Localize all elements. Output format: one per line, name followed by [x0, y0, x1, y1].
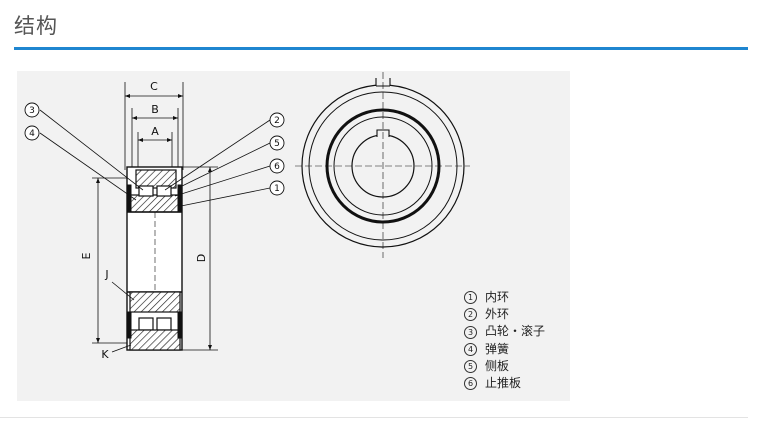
legend-number: 3	[464, 325, 477, 339]
dim-label-d: D	[195, 254, 208, 262]
svg-text:1: 1	[274, 184, 280, 194]
svg-text:2: 2	[274, 116, 280, 126]
legend-text: 弹簧	[485, 341, 510, 356]
legend-item: 6 止推板	[464, 375, 545, 392]
callout-4: 4	[24, 125, 40, 141]
legend-number: 4	[464, 342, 477, 356]
legend-text: 凸轮・滚子	[485, 324, 546, 339]
front-view-axes	[295, 72, 470, 258]
legend-number: 6	[464, 377, 477, 391]
dim-label-b: B	[151, 103, 159, 116]
legend-item: 2 外环	[464, 306, 545, 323]
callout-2: 2	[269, 112, 285, 128]
dim-label-e: E	[80, 252, 93, 259]
bottom-divider	[0, 417, 748, 418]
legend-text: 侧板	[485, 358, 510, 373]
svg-text:4: 4	[29, 129, 35, 139]
svg-text:3: 3	[29, 106, 35, 116]
legend-item: 4 弹簧	[464, 341, 545, 358]
dim-label-a: A	[151, 125, 159, 138]
callout-5: 5	[269, 135, 285, 151]
callout-6: 6	[269, 158, 285, 174]
legend-text: 外环	[485, 307, 510, 322]
callout-1: 1	[269, 180, 285, 196]
dim-label-k: K	[101, 348, 109, 361]
legend-number: 2	[464, 308, 477, 322]
figure-panel	[17, 71, 570, 401]
dim-label-j: J	[104, 268, 108, 281]
legend-number: 1	[464, 291, 477, 305]
svg-text:6: 6	[274, 162, 280, 172]
title-underline	[14, 47, 748, 50]
legend-item: 1 内环	[464, 289, 545, 306]
legend-item: 5 侧板	[464, 358, 545, 375]
legend-item: 3 凸轮・滚子	[464, 323, 545, 340]
legend-text: 内环	[485, 290, 510, 304]
legend-number: 5	[464, 359, 477, 373]
dim-label-c: C	[150, 80, 158, 93]
parts-legend: 1 内环 2 外环 3 凸轮・滚子 4 弹簧 5 侧板 6 止推板	[464, 289, 545, 392]
callout-3: 3	[24, 102, 40, 118]
legend-text: 止推板	[485, 376, 522, 391]
svg-text:5: 5	[274, 139, 280, 149]
cross-section-view	[39, 82, 271, 353]
section-title: 结构	[14, 14, 58, 38]
